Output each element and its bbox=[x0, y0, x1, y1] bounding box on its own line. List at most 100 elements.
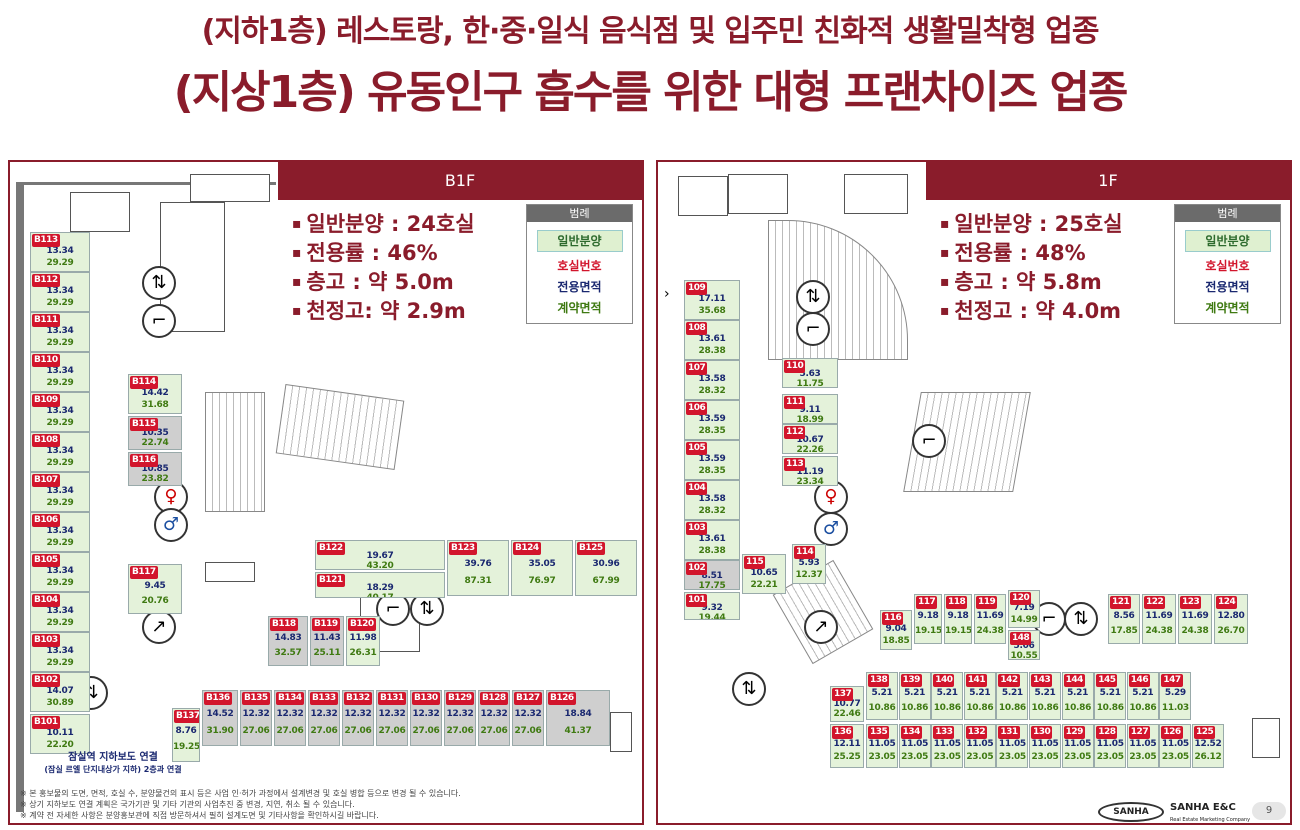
f1-spec: 일반분양 : 25호실 bbox=[940, 210, 1122, 239]
unit-number: B109 bbox=[32, 394, 60, 407]
note: ※ 본 홍보물의 도면, 면적, 호실 수, 분양물건의 표시 등은 사업 인·… bbox=[20, 789, 461, 798]
ramp bbox=[205, 392, 265, 512]
contract-area: 29.29 bbox=[46, 657, 74, 668]
contract-area: 23.82 bbox=[141, 474, 169, 485]
unit-number: 104 bbox=[686, 482, 708, 495]
contract-area: 14.99 bbox=[1010, 614, 1038, 625]
exclusive-area: 11.05 bbox=[901, 739, 929, 750]
unit-number: 117 bbox=[916, 596, 938, 609]
exclusive-area: 11.05 bbox=[1064, 739, 1092, 750]
contract-area: 12.37 bbox=[795, 569, 823, 580]
contract-area: 32.57 bbox=[274, 648, 302, 658]
unit-number: 147 bbox=[1161, 674, 1183, 687]
unit-number: 105 bbox=[686, 442, 708, 455]
